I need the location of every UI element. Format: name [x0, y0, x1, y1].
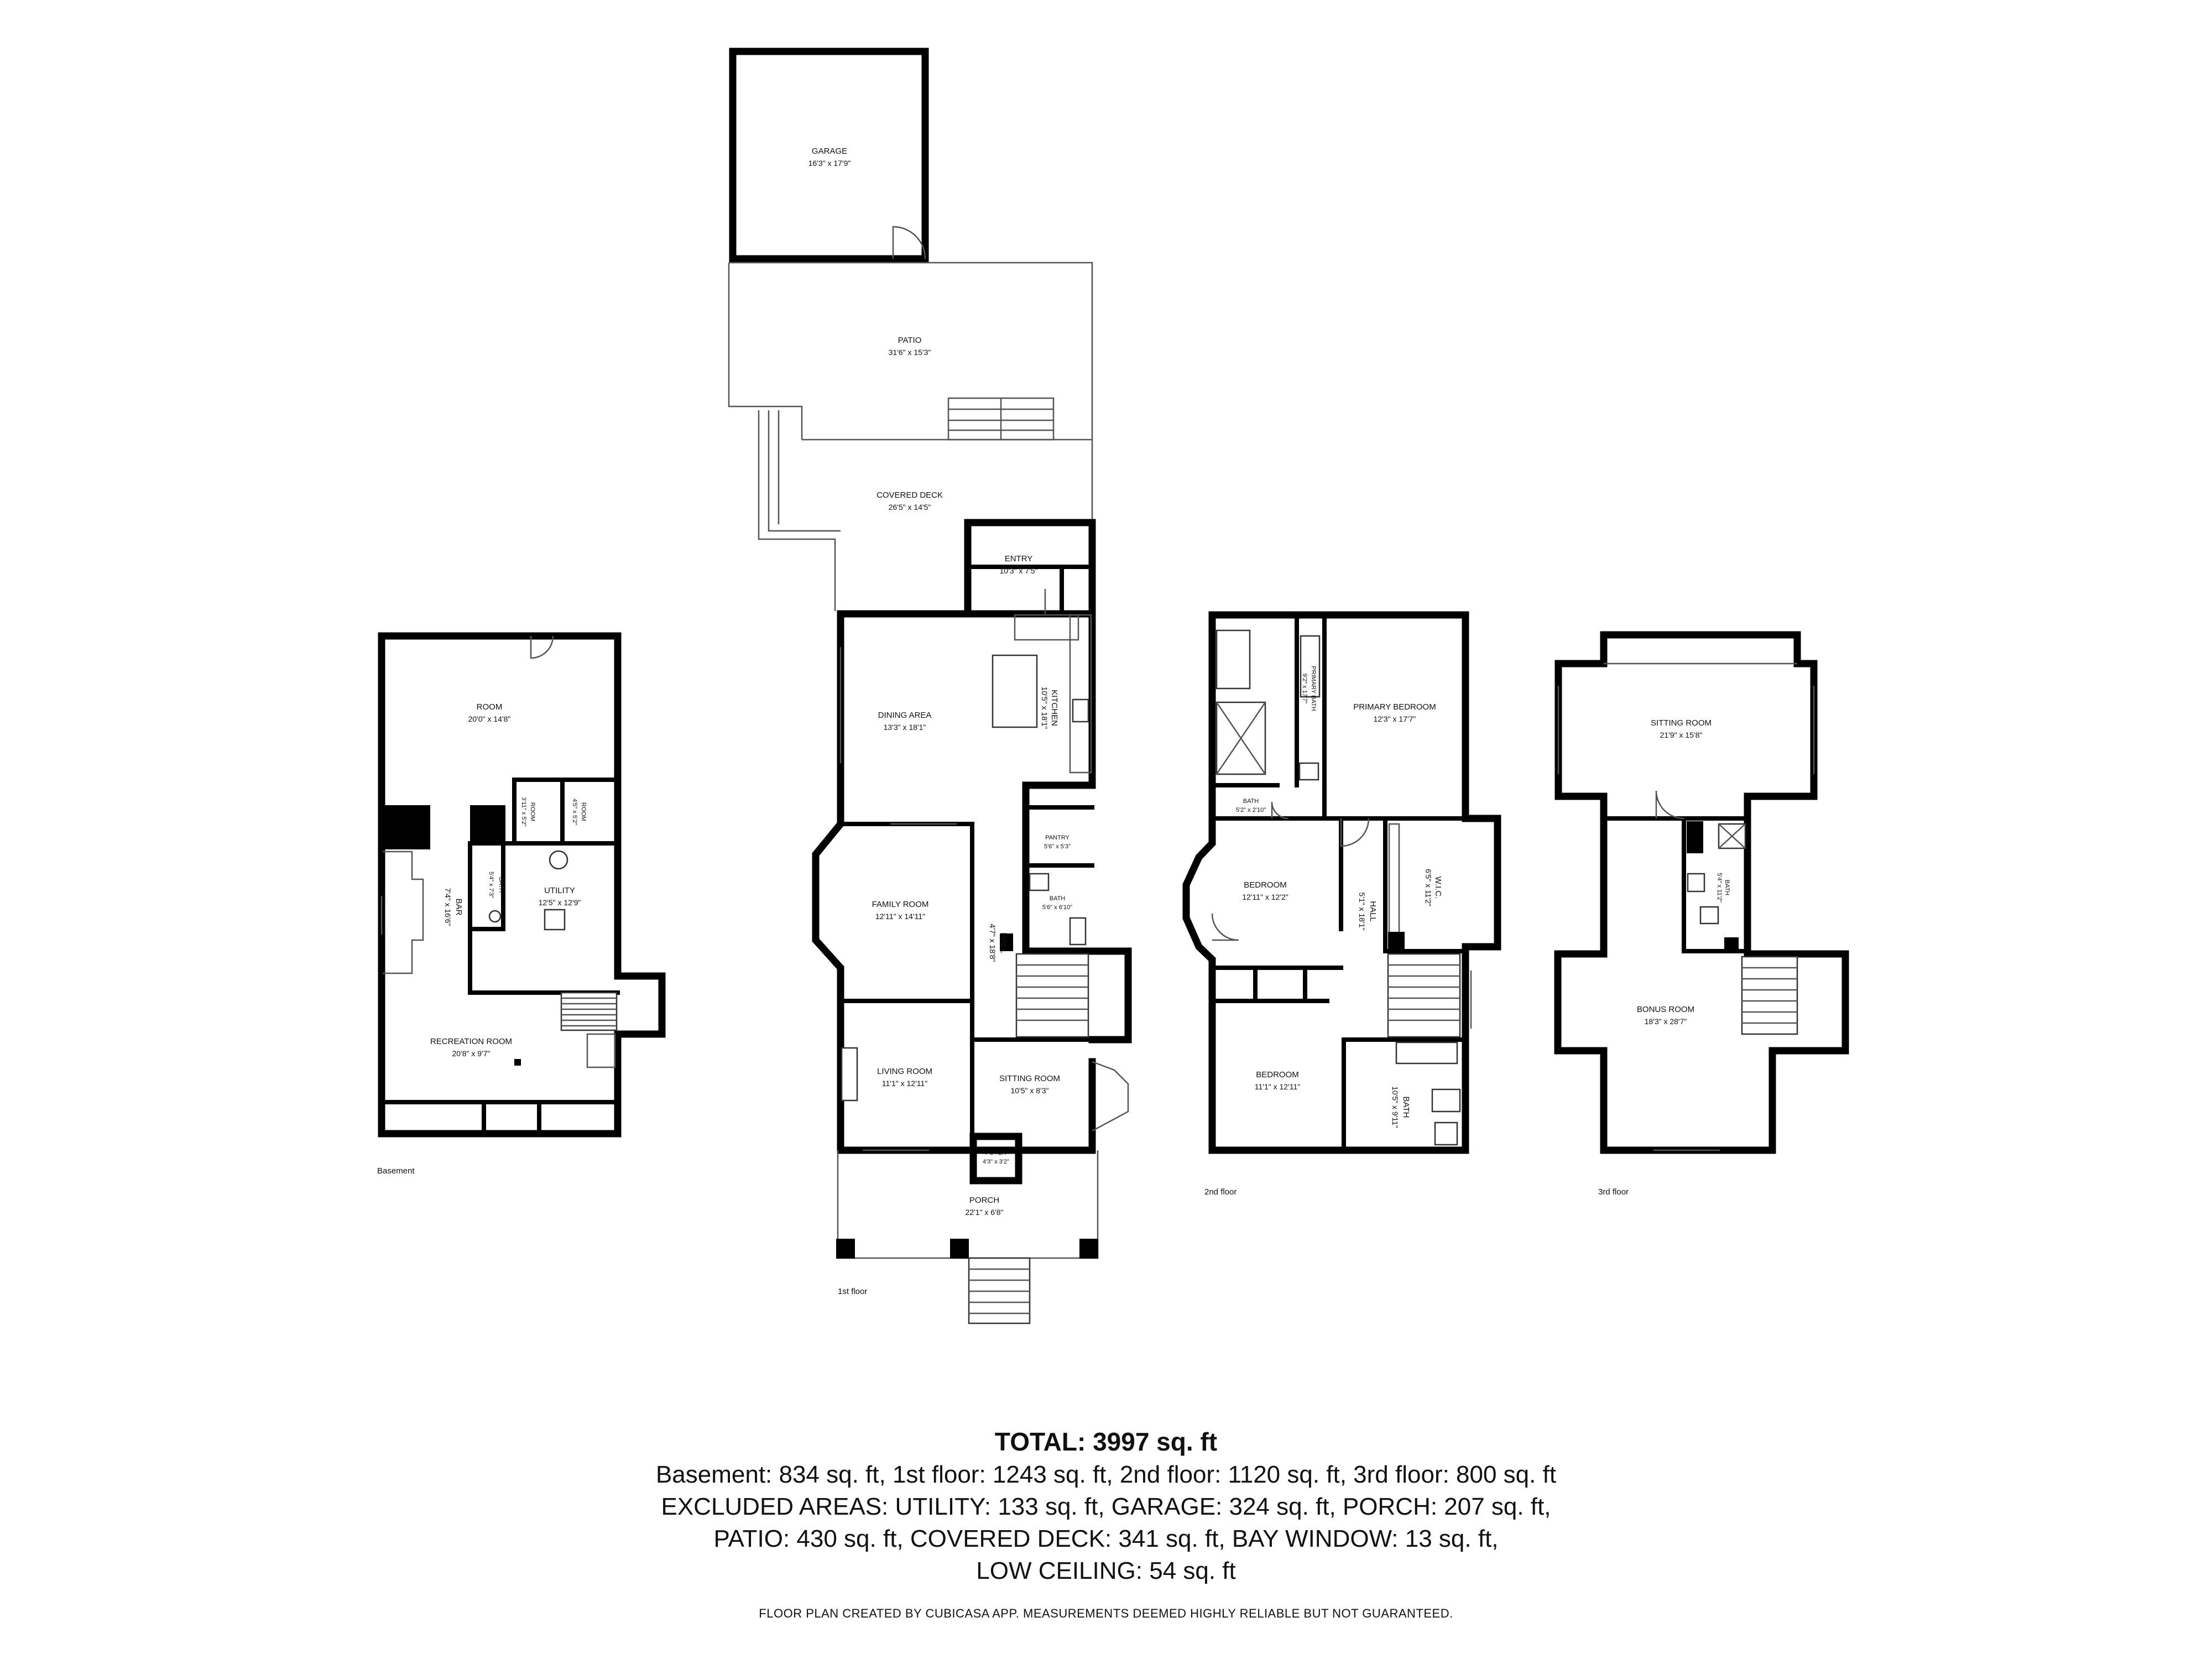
- basement-bath-name: BATH: [498, 877, 504, 893]
- third-sitting-room-name: SITTING ROOM: [1651, 718, 1712, 728]
- first-dining-area-dims: 13'3" x 18'1": [884, 723, 926, 732]
- second-wic-name: W.I.C.: [1433, 877, 1443, 899]
- basement-room-a-name: ROOM: [529, 802, 536, 821]
- first-covered-deck-dims: 26'5" x 14'5": [889, 503, 931, 512]
- first-family-room-name: FAMILY ROOM: [872, 900, 929, 909]
- first-bath-name: BATH: [1050, 895, 1066, 902]
- second-bath-name: BATH: [1401, 1097, 1411, 1118]
- third-floor-plan: [1554, 631, 1849, 1154]
- first-porch-name: PORCH: [969, 1196, 999, 1205]
- first-bath-dims: 5'6" x 6'10": [1042, 904, 1072, 911]
- third-bonus-room-name: BONUS ROOM: [1637, 1005, 1694, 1014]
- basement-room-dims: 20'0" x 14'8": [468, 714, 511, 723]
- first-kitchen-dims: 10'5" x 18'1": [1040, 687, 1049, 729]
- third-sitting-room-dims: 21'9" x 15'8": [1660, 731, 1703, 739]
- first-sitting-room-dims: 10'5" x 8'3": [1011, 1086, 1049, 1095]
- third-bonus-room-dims: 18'3" x 28'7": [1645, 1017, 1687, 1026]
- floor-areas-line: Basement: 834 sq. ft, 1st floor: 1243 sq…: [655, 1461, 1557, 1488]
- first-garage-name: GARAGE: [812, 147, 847, 156]
- floor-label-second: 2nd floor: [1204, 1187, 1237, 1197]
- second-primary-bedroom-name: PRIMARY BEDROOM: [1353, 702, 1436, 712]
- first-sitting-room-name: SITTING ROOM: [999, 1074, 1060, 1083]
- basement-utility-name: UTILITY: [544, 886, 575, 895]
- second-bath-small-name: BATH: [1243, 798, 1259, 805]
- first-garage-dims: 16'3" x 17'9": [808, 159, 851, 168]
- first-hall-name: HALL: [999, 932, 1008, 953]
- excluded-areas-line-3: LOW CEILING: 54 sq. ft: [976, 1557, 1236, 1584]
- second-bedroom-2-name: BEDROOM: [1256, 1070, 1299, 1079]
- second-primary-bath-dims: 9'2" x 17'7": [1301, 674, 1308, 703]
- basement-bar-dims: 7'4" x 16'6": [444, 888, 452, 926]
- floor-label-third: 3rd floor: [1598, 1187, 1629, 1197]
- second-bedroom-1-dims: 12'11" x 12'2": [1242, 893, 1288, 901]
- second-primary-bedroom-dims: 12'3" x 17'7": [1374, 714, 1416, 723]
- basement-bar-name: BAR: [454, 899, 463, 916]
- first-covered-deck-name: COVERED DECK: [877, 491, 943, 500]
- second-bath-dims: 10'5" x 9'11": [1391, 1086, 1400, 1128]
- first-living-room-name: LIVING ROOM: [877, 1067, 932, 1076]
- first-pantry-dims: 5'6" x 5'3": [1044, 843, 1071, 850]
- second-bath-small-dims: 5'2" x 2'10": [1236, 807, 1266, 813]
- first-pantry-name: PANTRY: [1045, 834, 1070, 841]
- first-family-room-dims: 12'11" x 14'11": [875, 912, 925, 921]
- first-patio-name: PATIO: [898, 336, 922, 345]
- basement-plan: [378, 632, 666, 1138]
- first-foyer-dims: 4'3" x 3'2": [983, 1159, 1009, 1165]
- basement-room-b-name: ROOM: [580, 802, 587, 821]
- second-primary-bath-name: PRIMARY BATH: [1310, 666, 1317, 711]
- floor-label-first: 1st floor: [838, 1287, 867, 1296]
- basement-recreation-room-dims: 20'8" x 9'7": [452, 1049, 491, 1058]
- basement-bath-dims: 5'4" x 7'3": [488, 872, 494, 898]
- first-entry-dims: 10'3" x 7'5": [1000, 566, 1038, 575]
- floor-label-basement: Basement: [377, 1166, 415, 1176]
- first-dining-area-name: DINING AREA: [878, 711, 932, 720]
- second-hall-dims: 5'1" x 18'1": [1358, 893, 1366, 931]
- third-bath-dims: 5'4" x 11'2": [1716, 873, 1723, 902]
- first-kitchen-name: KITCHEN: [1050, 690, 1059, 726]
- basement-room-b-dims: 4'5" x 5'2": [571, 799, 578, 825]
- first-hall-dims: 4'7" x 18'8": [988, 924, 997, 962]
- disclaimer-footer: FLOOR PLAN CREATED BY CUBICASA APP. MEAS…: [759, 1606, 1453, 1620]
- first-porch-dims: 22'1" x 6'8": [966, 1208, 1004, 1217]
- basement-room-a-dims: 3'11" x 5'2": [520, 797, 527, 826]
- second-wic-dims: 6'5" x 11'2": [1424, 869, 1433, 906]
- second-floor-plan: [1182, 611, 1501, 1154]
- first-foyer-name: FOYER: [985, 1150, 1006, 1156]
- first-floor-plan: [728, 48, 1132, 1324]
- third-bath-name: BATH: [1724, 880, 1730, 896]
- basement-room-name: ROOM: [477, 702, 503, 712]
- excluded-areas-line-2: PATIO: 430 sq. ft, COVERED DECK: 341 sq.…: [713, 1525, 1499, 1552]
- first-living-room-dims: 11'1" x 12'11": [882, 1079, 928, 1088]
- second-hall-name: HALL: [1368, 901, 1378, 922]
- second-bedroom-1-name: BEDROOM: [1244, 880, 1287, 890]
- second-bedroom-2-dims: 11'1" x 12'11": [1255, 1082, 1301, 1091]
- total-area: TOTAL: 3997 sq. ft: [994, 1427, 1218, 1456]
- basement-recreation-room-name: RECREATION ROOM: [430, 1037, 512, 1046]
- first-patio-dims: 31'6" x 15'3": [889, 348, 931, 357]
- excluded-areas-line-1: EXCLUDED AREAS: UTILITY: 133 sq. ft, GAR…: [661, 1493, 1551, 1520]
- basement-utility-dims: 12'5" x 12'9": [539, 898, 581, 907]
- first-entry-name: ENTRY: [1005, 554, 1033, 564]
